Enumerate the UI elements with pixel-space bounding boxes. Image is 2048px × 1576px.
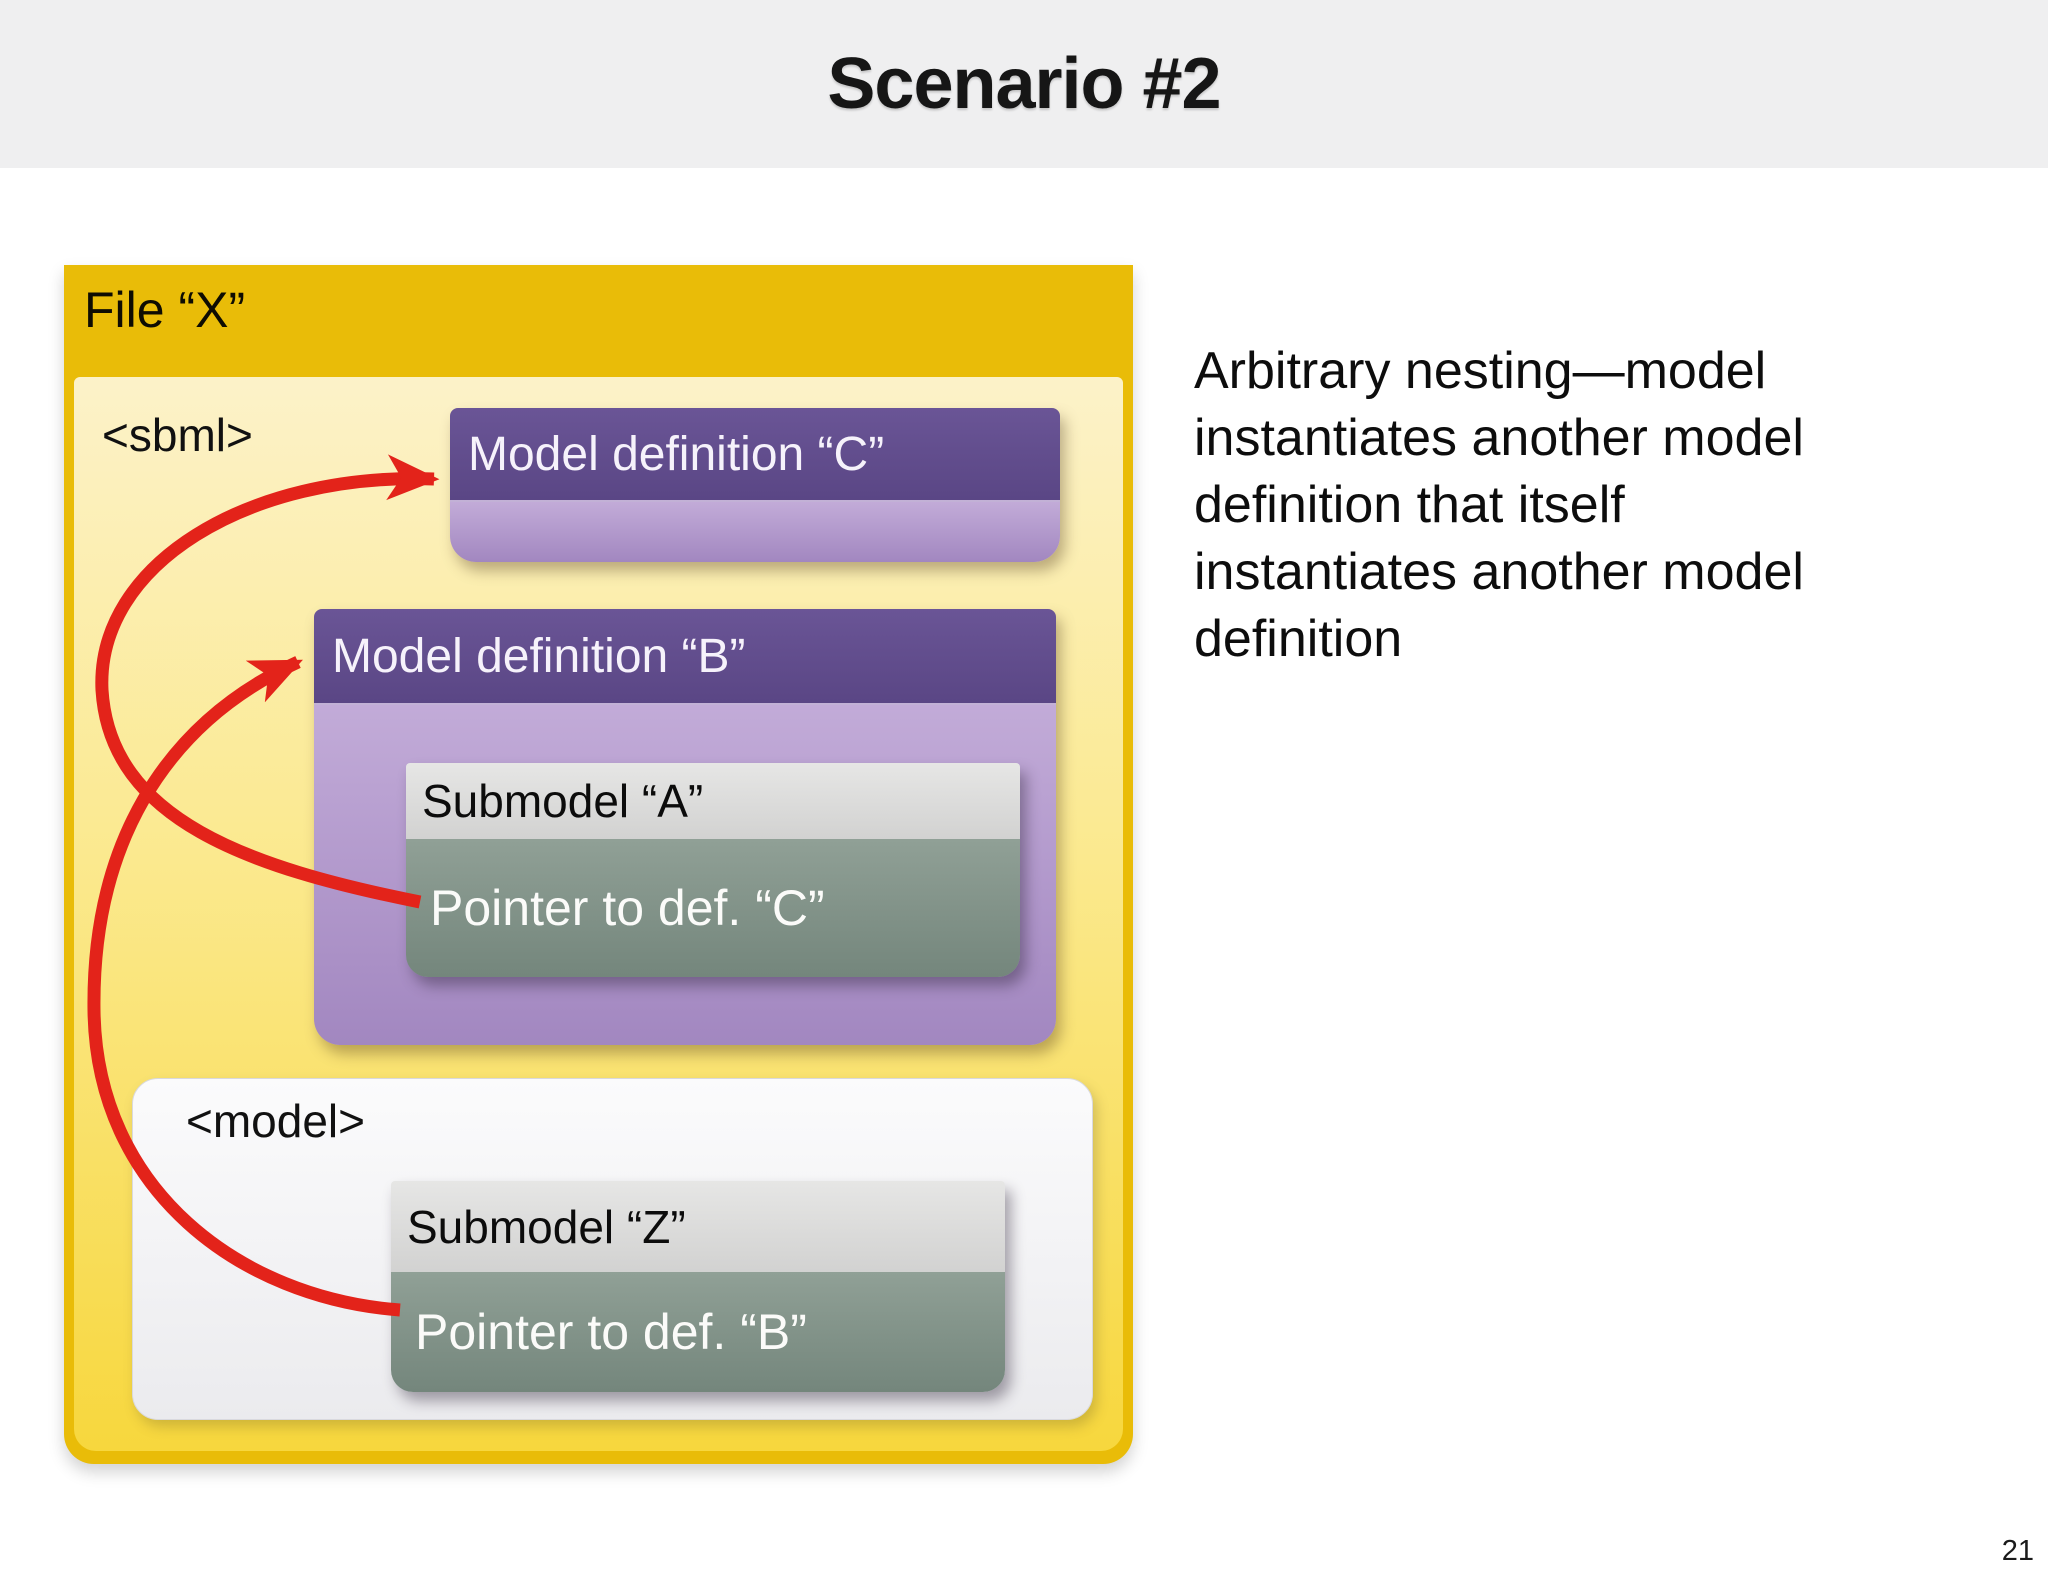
model-definition-c-header: Model definition “C” [450,408,1060,500]
submodel-z-group: Submodel “Z” Pointer to def. “B” [391,1181,1005,1392]
model-definition-c-box: Model definition “C” [450,408,1060,562]
model-definition-c-body [450,500,1060,562]
model-definition-b-header: Model definition “B” [314,609,1056,703]
model-tag-label: <model> [186,1095,366,1147]
submodel-a-group: Submodel “A” Pointer to def. “C” [406,763,1020,977]
file-x-label: File “X” [84,282,246,338]
page-number: 21 [2001,1535,2034,1567]
sbml-tag-label: <sbml> [102,409,253,461]
title-band: Scenario #2 [0,0,2048,168]
submodel-a-header: Submodel “A” [406,763,1020,839]
submodel-z-header: Submodel “Z” [391,1181,1005,1272]
pointer-to-def-b-box: Pointer to def. “B” [391,1272,1005,1392]
annotation-text: Arbitrary nesting—model instantiates ano… [1194,342,1804,668]
pointer-to-def-c-box: Pointer to def. “C” [406,839,1020,977]
slide-title: Scenario #2 [827,44,1221,124]
